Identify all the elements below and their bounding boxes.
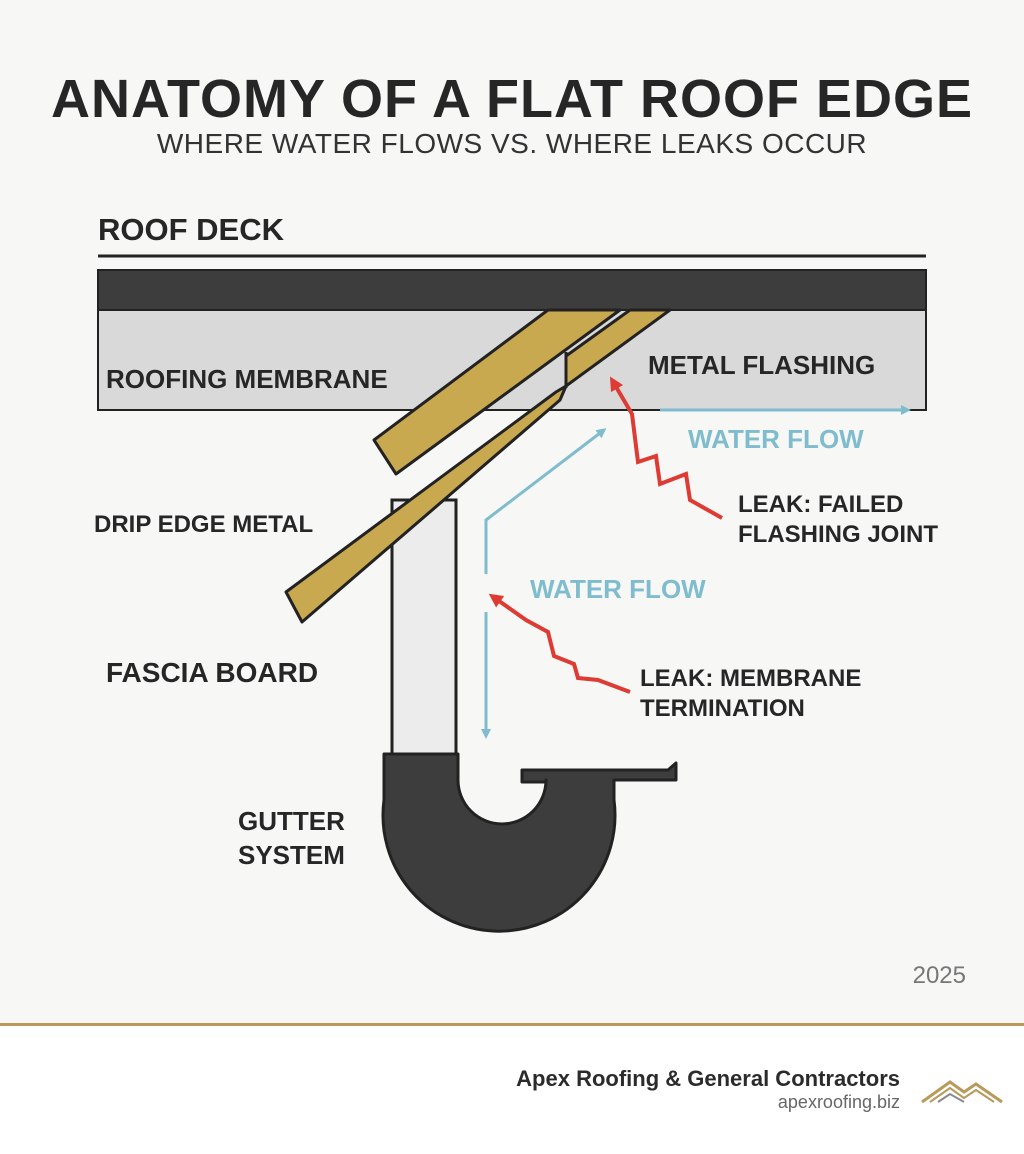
fascia-board-shape — [390, 498, 458, 756]
roof-deck-label: ROOF DECK — [98, 212, 285, 247]
diagram-title: ANATOMY OF A FLAT ROOF EDGE — [51, 69, 973, 129]
water-flow-label-2: WATER FLOW — [530, 574, 706, 604]
roof-deck-shape — [97, 269, 927, 311]
year-label: 2025 — [913, 962, 966, 989]
drip-edge-label: DRIP EDGE METAL — [94, 511, 313, 538]
gutter-shape — [381, 752, 678, 933]
company-website: apexroofing.biz — [777, 1092, 900, 1112]
water-flow-arrow-diagonal — [484, 428, 607, 574]
metal-flashing-shape-1 — [372, 308, 622, 476]
gutter-label-line1: GUTTER — [238, 806, 345, 836]
diagram-subtitle: WHERE WATER FLOWS VS. WHERE LEAKS OCCUR — [156, 128, 868, 159]
company-name: Apex Roofing & General Contractors — [516, 1066, 900, 1091]
leak-flashing-label-line1: LEAK: FAILED — [738, 491, 903, 518]
water-flow-label-1: WATER FLOW — [688, 424, 864, 454]
gutter-label-line2: SYSTEM — [238, 840, 345, 870]
roofing-membrane-shape — [97, 307, 927, 411]
roofing-membrane-label: ROOFING MEMBRANE — [106, 364, 388, 394]
footer — [0, 1026, 1024, 1154]
leak-membrane-label-line1: LEAK: MEMBRANE — [640, 665, 861, 692]
roof-peaks-icon — [921, 1080, 1003, 1104]
leak-flashing-label-line2: FLASHING JOINT — [738, 521, 938, 548]
leak-arrow-flashing — [609, 376, 723, 520]
fascia-board-label: FASCIA BOARD — [106, 657, 318, 688]
roof-edge-diagram: ROOF DECK ROOFING MEMBRANE METAL FLASHIN… — [94, 212, 966, 989]
leak-arrow-membrane — [488, 593, 631, 694]
footer-divider — [0, 1023, 1024, 1026]
metal-flashing-label: METAL FLASHING — [648, 350, 875, 380]
leak-membrane-label-line2: TERMINATION — [640, 695, 805, 722]
drip-edge-shape — [284, 384, 568, 624]
